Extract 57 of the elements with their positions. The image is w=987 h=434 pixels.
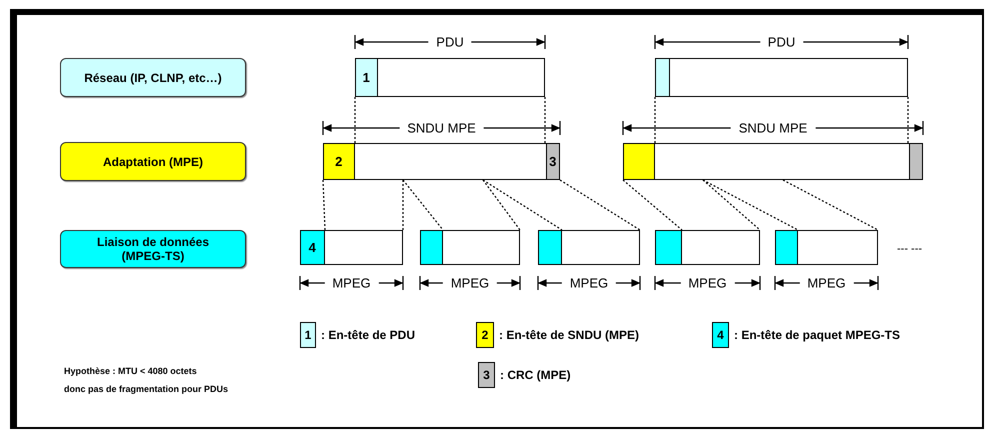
projection-line [482, 180, 520, 230]
packet-box [420, 230, 520, 265]
legend-swatch: 2 [476, 322, 494, 348]
projection-line [907, 97, 909, 143]
projection-line [654, 97, 656, 143]
projection-line [622, 180, 682, 230]
projection-line [702, 180, 760, 230]
packet-box [775, 230, 878, 265]
dimension-label: PDU [760, 34, 804, 50]
dimension-label: SNDU MPE [730, 120, 816, 136]
projection-line [322, 180, 326, 230]
projection-line [560, 180, 640, 230]
legend-text: : En-tête de paquet MPEG-TS [734, 327, 900, 344]
note: donc pas de fragmentation pour PDUs [64, 383, 228, 396]
header-field [656, 59, 670, 96]
packet-box [623, 143, 923, 180]
projection-line [782, 179, 878, 231]
projection-line [702, 179, 798, 231]
legend-text: : En-tête de SNDU (MPE) [499, 327, 640, 344]
legend-swatch: 3 [478, 362, 495, 388]
header-field: 4 [301, 231, 324, 264]
header-field [656, 231, 682, 264]
dimension-label: MPEG [680, 276, 735, 290]
dimension-label: SNDU MPE [399, 120, 484, 136]
continuation-mark: --- --- [897, 242, 922, 257]
note: Hypothèse : MTU < 4080 octets [64, 365, 197, 378]
projection-line [354, 97, 356, 143]
header-field [624, 144, 654, 179]
header-field [539, 231, 562, 264]
layer-box: Liaison de données (MPEG-TS) [60, 230, 246, 268]
projection-line [482, 180, 562, 230]
layer-box: Réseau (IP, CLNP, etc…) [60, 58, 246, 97]
dimension-label: MPEG [799, 276, 854, 290]
layer-box: Adaptation (MPE) [60, 142, 246, 181]
packet-box [355, 58, 545, 97]
packet-box [538, 230, 640, 265]
dimension-label: PDU [428, 34, 472, 50]
header-field [421, 231, 442, 264]
packet-box [323, 143, 560, 180]
legend-text: : CRC (MPE) [500, 367, 571, 384]
crc-field: 3 [546, 144, 559, 179]
packet-box [655, 230, 760, 265]
projection-line [402, 180, 404, 230]
header-field: 1 [356, 59, 378, 96]
header-field: 2 [324, 144, 354, 179]
legend-swatch: 4 [712, 322, 729, 348]
dimension-label: MPEG [324, 276, 379, 290]
crc-field [908, 144, 922, 179]
dimension-label: MPEG [442, 276, 498, 290]
legend-swatch: 1 [300, 322, 316, 348]
packet-box [300, 230, 403, 265]
legend-text: : En-tête de PDU [321, 327, 416, 344]
projection-line [544, 97, 546, 143]
projection-line [402, 180, 444, 230]
dimension-label: MPEG [562, 276, 616, 290]
packet-box [655, 58, 908, 97]
header-field [776, 231, 798, 264]
